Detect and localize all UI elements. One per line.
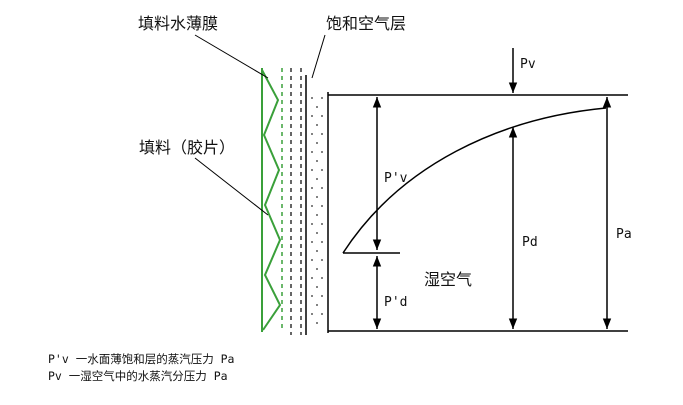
film-leader-line	[194, 34, 269, 79]
saturated-layer-dot	[316, 286, 318, 288]
saturated-layer-dot	[316, 196, 318, 198]
saturated-layer-label: 饱和空气层	[326, 14, 406, 33]
saturated-layer-dot	[321, 313, 323, 315]
saturated-layer-dot	[311, 205, 313, 207]
saturated-layer-dot	[321, 151, 323, 153]
saturated-layer-dot	[316, 124, 318, 126]
pd-prime-label: P'd	[384, 295, 407, 310]
packing-zigzag	[261, 69, 282, 331]
saturated-layer-dot	[321, 241, 323, 243]
pa-label: Pa	[616, 227, 632, 242]
saturated-layer-dot	[311, 169, 313, 171]
saturated-layer-dot	[316, 232, 318, 234]
saturated-layer-dot	[321, 97, 323, 99]
saturated-layer-dot	[311, 187, 313, 189]
pv-label: Pv	[520, 57, 536, 72]
packing-leader-line	[194, 157, 269, 216]
saturated-layer-dot	[321, 187, 323, 189]
packing-label: 填料（胶片）	[139, 138, 235, 157]
saturated-layer-dot	[316, 322, 318, 324]
saturated-layer-dot	[321, 295, 323, 297]
pd-label: Pd	[522, 235, 538, 250]
saturated-layer-dot	[321, 223, 323, 225]
saturated-layer-dot	[316, 250, 318, 252]
saturated-layer-dot	[321, 205, 323, 207]
saturated-layer-dot	[316, 178, 318, 180]
saturated-layer-dot	[316, 160, 318, 162]
pressure-curve	[342, 107, 607, 254]
pv-prime-label: P'v	[384, 171, 408, 186]
saturated-layer-dot	[311, 241, 313, 243]
saturated-layer-dot	[316, 142, 318, 144]
saturated-layer-dot	[321, 259, 323, 261]
saturated-layer-dot	[321, 115, 323, 117]
film-label: 填料水薄膜	[138, 14, 218, 33]
saturated-layer-dot	[321, 277, 323, 279]
saturated-layer-dot	[311, 97, 313, 99]
humid-air-label: 湿空气	[424, 270, 472, 289]
saturated-layer-dot	[311, 277, 313, 279]
saturated-layer-dot	[311, 133, 313, 135]
saturated-layer-leader-line	[311, 34, 326, 79]
saturated-layer-dot	[321, 169, 323, 171]
saturated-layer-dot	[321, 133, 323, 135]
saturated-layer-dot	[311, 295, 313, 297]
packing-wall	[261, 68, 283, 332]
saturated-air-layer	[305, 75, 329, 335]
saturated-layer-dot	[311, 313, 313, 315]
legend-line-1: P'v 一水面薄饱和层的蒸汽压力 Pa	[48, 352, 234, 366]
saturated-layer-dots	[311, 97, 323, 324]
saturated-layer-dot	[311, 115, 313, 117]
saturated-layer-dot	[311, 151, 313, 153]
saturated-layer-dot	[316, 268, 318, 270]
saturated-layer-dot	[316, 106, 318, 108]
saturated-layer-dot	[316, 304, 318, 306]
saturated-layer-dot	[316, 214, 318, 216]
legend-line-2: Pv 一湿空气中的水蒸汽分压力 Pa	[48, 369, 228, 383]
saturated-layer-dot	[311, 259, 313, 261]
saturated-layer-dot	[311, 223, 313, 225]
